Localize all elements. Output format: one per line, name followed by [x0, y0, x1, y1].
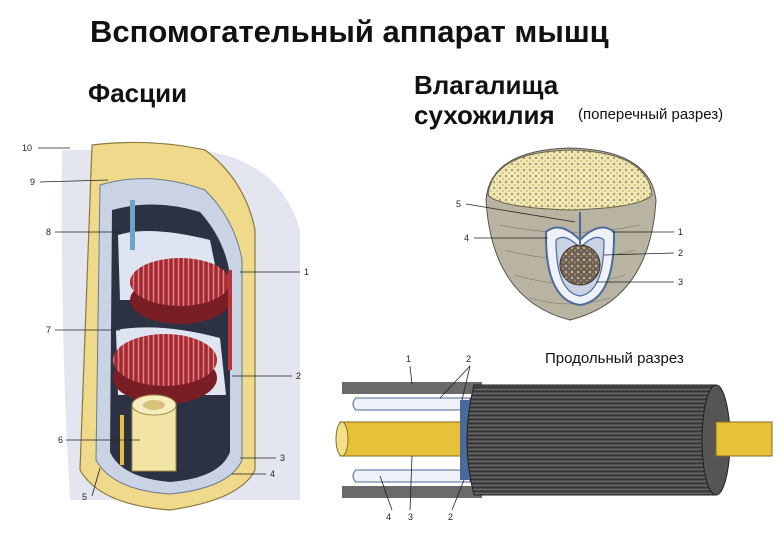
synovial-fold-top [352, 397, 471, 411]
tendon-section [559, 244, 601, 286]
sheath-heading-line1: Влагалища [414, 70, 559, 100]
cross-section-note: (поперечный разрез) [578, 106, 724, 123]
muscle-lower [113, 334, 217, 386]
long-label-2-bottom: 2 [448, 512, 453, 522]
cross-label-2: 2 [678, 248, 683, 258]
fibrous-sheath [466, 384, 724, 496]
bone-section [487, 149, 653, 211]
long-label-4: 4 [386, 512, 391, 522]
fascia-label-8: 8 [46, 227, 51, 237]
outer-sheath-bottom [342, 486, 482, 498]
fascia-diagram: 10 9 8 7 6 5 1 2 3 4 [22, 141, 309, 511]
long-label-2-top: 2 [466, 354, 471, 364]
bone-marrow [143, 400, 165, 410]
muscle-upper [130, 258, 230, 306]
cross-leaders [465, 203, 675, 283]
fascia-label-3: 3 [280, 453, 285, 463]
tendon-exit [715, 421, 773, 457]
tendon-end [335, 421, 349, 457]
sheath-heading-line2: сухожилия [414, 100, 555, 130]
fascia-leaders [38, 147, 300, 497]
fascia-label-6: 6 [58, 435, 63, 445]
long-label-3: 3 [408, 512, 413, 522]
cross-label-5: 5 [456, 199, 461, 209]
fascia-label-1: 1 [304, 267, 309, 277]
sheath-longitudinal: 1 2 4 3 2 [335, 354, 773, 522]
vessel-upper [130, 200, 135, 250]
page-title: Вспомогательный аппарат мышц [90, 14, 609, 49]
cross-label-3: 3 [678, 277, 683, 287]
fascia-label-4: 4 [270, 469, 275, 479]
cross-label-4: 4 [464, 233, 469, 243]
sheath-cross-section: 5 4 1 2 3 [456, 147, 683, 321]
bone-shaft [131, 404, 177, 472]
long-label-1: 1 [406, 354, 411, 364]
longitudinal-note: Продольный разрез [545, 350, 684, 367]
fascia-heading: Фасции [88, 78, 188, 108]
fascia-label-7: 7 [46, 325, 51, 335]
fascia-label-2: 2 [296, 371, 301, 381]
fascia-label-9: 9 [30, 177, 35, 187]
cross-label-1: 1 [678, 227, 683, 237]
vessel-side [228, 270, 232, 370]
fascia-label-10: 10 [22, 143, 32, 153]
long-leaders [379, 365, 471, 511]
fascia-label-5: 5 [82, 492, 87, 502]
